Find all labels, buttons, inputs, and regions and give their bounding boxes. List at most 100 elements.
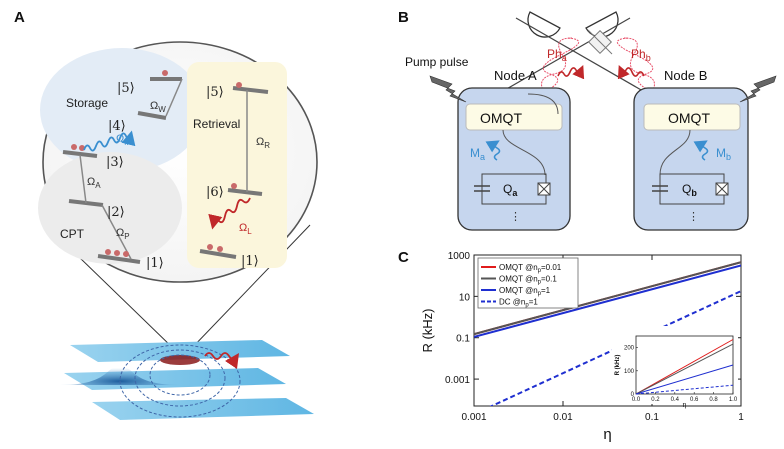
population-dot <box>71 144 77 150</box>
retrieval-level-6 <box>227 188 263 196</box>
inset-frame <box>635 335 734 395</box>
omega-l-label: ΩL <box>239 222 252 236</box>
q-a-label: Qa <box>503 182 518 198</box>
y-tick-label: 10 <box>459 292 471 303</box>
cpt-label: CPT <box>60 227 85 241</box>
microwave-a-wave <box>485 140 501 161</box>
omega-r-label: ΩR <box>256 136 270 150</box>
panel-b: B Pha Phb OMQT Ma <box>398 9 777 231</box>
omqt-a-box <box>465 103 563 131</box>
wire-a <box>502 129 546 176</box>
omega-l-wave <box>208 197 251 230</box>
panel-a-label: A <box>14 9 25 26</box>
detector-left-icon <box>527 11 561 38</box>
x-tick-label: 0.1 <box>645 412 659 423</box>
retrieval-zone <box>187 62 287 268</box>
m-a-label: Ma <box>470 146 485 162</box>
omega-w-label: ΩW <box>150 100 166 114</box>
omega-a-label: ΩA <box>87 176 101 190</box>
inset-x-tick-label: 0.8 <box>709 397 718 403</box>
y-tick-label: 1000 <box>448 251 471 262</box>
level-3-label: |3⟩ <box>106 155 124 170</box>
inset-x-tick-label: 0.6 <box>690 397 699 403</box>
wire-a-loop <box>527 93 559 115</box>
output-photon <box>204 352 239 369</box>
spin-ensemble <box>160 355 200 365</box>
level-4 <box>137 111 167 120</box>
legend-label: OMQT @np=0.1 <box>499 275 557 286</box>
node-a-label: Node A <box>494 68 537 83</box>
legend-label: OMQT @np=1 <box>499 286 551 297</box>
inset-y-tick-label: 0 <box>631 392 635 398</box>
photon-a-wave <box>557 65 585 80</box>
panel-c-label: C <box>398 249 409 266</box>
x-tick-label: 0.01 <box>553 412 573 423</box>
level-diagram-right: |5⟩ |6⟩ |1⟩ Retrieval ΩR ΩL <box>193 82 270 269</box>
inset-x-tick-label: 0.0 <box>632 397 641 403</box>
level-4-label: |4⟩ <box>108 119 126 134</box>
omqt-b-box <box>643 103 741 131</box>
omqt-b-label: OMQT <box>668 110 710 126</box>
y-tick-label: 0.001 <box>445 375 470 386</box>
photon-a-label: Pha <box>547 47 567 63</box>
population-dot <box>123 251 129 257</box>
photon-b-wave <box>617 65 645 80</box>
projection-line-right <box>189 224 311 351</box>
photon-b-label: Phb <box>631 47 651 63</box>
inset-y-tick-label: 100 <box>624 369 635 375</box>
wire-b <box>659 129 691 176</box>
detector-right-icon <box>585 11 619 38</box>
field-line <box>149 354 211 396</box>
storage-label: Storage <box>66 96 108 110</box>
junction-b-cross <box>715 182 729 196</box>
junction-a-cross <box>537 182 551 196</box>
node-b: OMQT Mb Qb ⋮ Node B <box>633 68 749 231</box>
population-dot <box>217 246 223 252</box>
pump-pulse-label: Pump pulse <box>405 55 469 69</box>
legend-label: DC @np=1 <box>499 298 538 309</box>
panel-b-label: B <box>398 9 409 26</box>
field-line <box>134 349 226 407</box>
population-dot <box>105 249 111 255</box>
inset-series-line-1 <box>635 339 734 395</box>
inset-x-tick-label: 0.4 <box>671 397 680 403</box>
lightning-right-icon <box>739 75 777 103</box>
lightning-left-icon <box>429 75 467 103</box>
omega-p-label: ΩP <box>116 227 130 241</box>
level-3 <box>62 150 98 158</box>
x-tick-label: 0.001 <box>461 412 486 423</box>
waveguide-bottom <box>92 398 314 420</box>
field-line <box>119 344 241 418</box>
retrieval-level-6-label: |6⟩ <box>206 185 224 200</box>
population-dot <box>114 250 120 256</box>
m-b-label: Mb <box>716 146 731 162</box>
series-line-2 <box>474 261 741 336</box>
y-axis-label: R (kHz) <box>420 308 435 352</box>
level-2-label: |2⟩ <box>107 205 125 220</box>
y-tick-label: 0.1 <box>456 334 470 345</box>
omega-w-line <box>165 78 183 117</box>
omega-m-wave <box>83 130 136 152</box>
inset-series-line-4 <box>635 384 734 395</box>
inset-y-axis-label: R (kHz) <box>615 355 621 376</box>
population-dot <box>162 70 168 76</box>
omega-p-line <box>101 204 132 260</box>
inset-series-line-3 <box>635 364 734 395</box>
cpt-zone <box>38 152 182 264</box>
inset-series-line-2 <box>635 343 734 395</box>
inset-y-tick-label: 200 <box>624 346 635 352</box>
omqt-a-label: OMQT <box>480 110 522 126</box>
chip-illustration <box>60 340 314 420</box>
microwave-b-wave <box>693 140 709 161</box>
dots-b: ⋮ <box>688 211 699 223</box>
node-b-label: Node B <box>664 68 707 83</box>
inset-x-tick-label: 1.0 <box>729 397 738 403</box>
population-dot <box>231 183 237 189</box>
node-a: OMQT Ma Qa ⋮ Node A <box>457 68 571 231</box>
panel-a: A <box>14 9 318 420</box>
q-b-label: Qb <box>682 182 697 198</box>
retrieval-level-5 <box>232 86 269 94</box>
legend-label: OMQT @np=0.01 <box>499 263 562 274</box>
